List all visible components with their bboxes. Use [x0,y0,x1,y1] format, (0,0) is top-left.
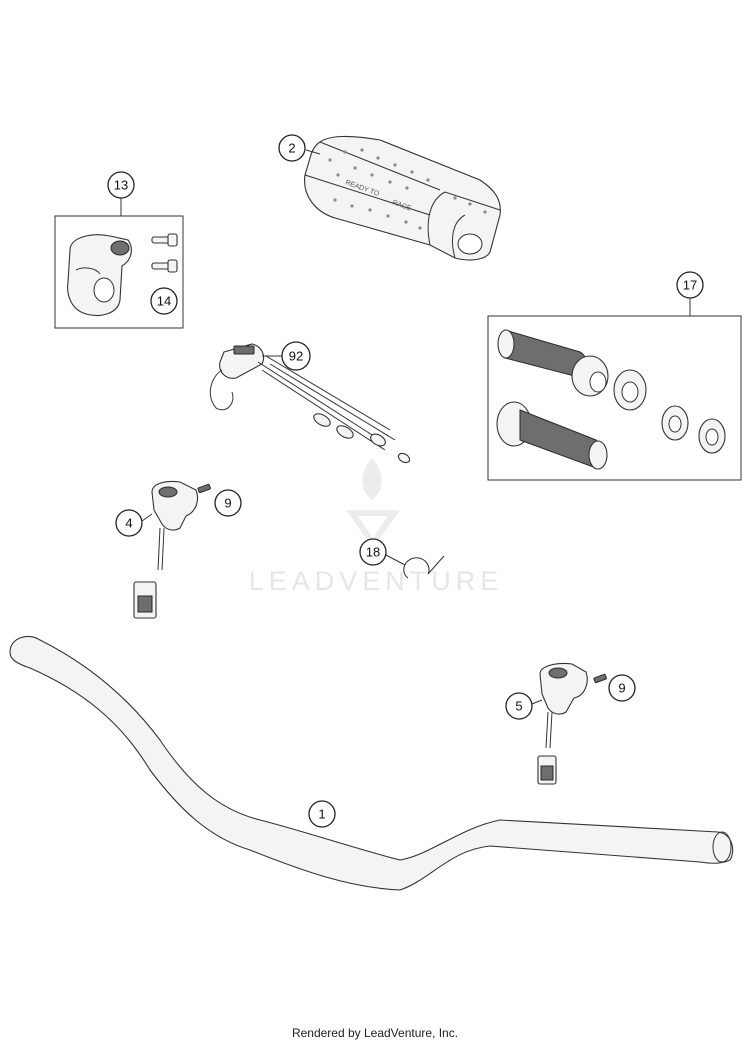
svg-text:14: 14 [157,294,171,309]
svg-text:92: 92 [289,349,303,364]
callout-18: 18 [359,538,387,566]
part-switch-right [537,662,588,785]
part-cable-tie [403,555,445,579]
part-screw-9-left [197,483,211,494]
callout-9-right: 9 [608,674,636,702]
part-handlebar [9,635,734,891]
svg-text:13: 13 [114,178,128,193]
part-grip-rings [613,369,726,454]
svg-text:4: 4 [125,516,132,531]
svg-text:18: 18 [366,545,380,560]
svg-text:2: 2 [288,141,295,156]
callout-17: 17 [676,271,704,299]
watermark-v-icon [346,510,400,548]
svg-text:5: 5 [515,699,522,714]
part-screw-14 [151,233,178,273]
watermark: LEADVENTURE [249,458,504,596]
part-grip-right [496,401,608,470]
part-screw-9-right [593,673,607,684]
watermark-text: LEADVENTURE [249,566,504,596]
callout-5: 5 [505,692,533,720]
part-switch-left [133,480,199,619]
svg-text:1: 1 [318,807,325,822]
group-13-box [54,198,184,329]
svg-text:17: 17 [683,278,697,293]
part-clamp [67,234,132,317]
callout-92: 92 [281,341,311,371]
part-throttle-cable [209,343,411,464]
callout-14: 14 [150,287,178,315]
part-handlebar-pad: READY TO RACE [304,135,501,261]
watermark-flame-icon [362,458,382,500]
svg-text:9: 9 [618,681,625,696]
callout-13: 13 [107,171,135,199]
callout-9-left: 9 [214,489,242,517]
part-grip-left [497,329,609,397]
callout-2: 2 [278,134,306,162]
footer-credit: Rendered by LeadVenture, Inc. [291,1026,459,1040]
group-17-box [487,298,742,481]
callout-4: 4 [115,509,143,537]
callout-1: 1 [308,800,336,828]
svg-text:9: 9 [224,496,231,511]
